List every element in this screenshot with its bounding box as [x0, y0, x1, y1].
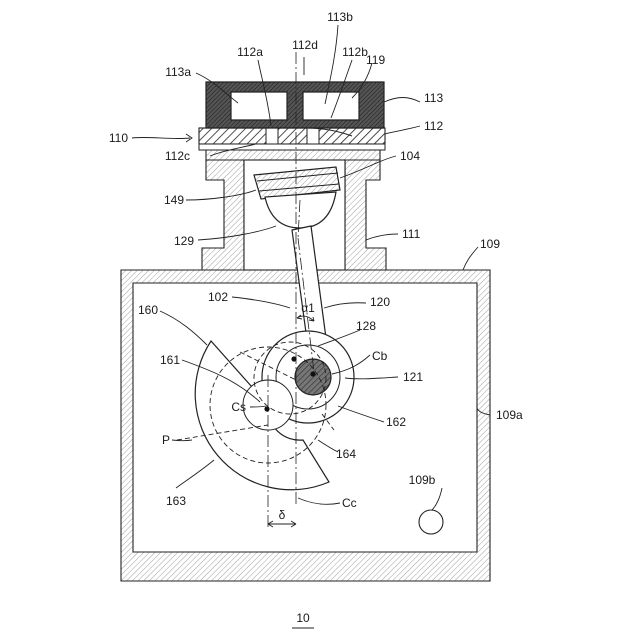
label-Cs: Cs — [231, 400, 246, 414]
cylinder-head — [206, 82, 384, 128]
label-102: 102 — [208, 290, 228, 304]
label-121: 121 — [403, 370, 423, 384]
label-164: 164 — [336, 447, 356, 461]
label-112: 112 — [424, 119, 443, 133]
label-111: 111 — [402, 227, 421, 241]
label-161: 161 — [160, 353, 180, 367]
label-Cc: Cc — [342, 496, 357, 510]
label-163: 163 — [166, 494, 186, 508]
label-128: 128 — [356, 319, 376, 333]
label-120: 120 — [370, 295, 390, 309]
label-160: 160 — [138, 303, 158, 317]
label-162: 162 — [386, 415, 406, 429]
label-113: 113 — [424, 91, 443, 105]
label-112c: 112c — [165, 149, 190, 163]
figure-number: 10 — [292, 611, 314, 628]
figure-number-text: 10 — [296, 611, 310, 625]
label-149: 149 — [164, 193, 184, 207]
label-113b: 113b — [327, 10, 353, 24]
label-110: 110 — [109, 131, 128, 145]
label-Cb: Cb — [372, 349, 388, 363]
label-112d: 112d — [292, 38, 318, 52]
label-P: P — [162, 433, 170, 447]
label-alpha1: α1 — [301, 301, 315, 315]
label-113a: 113a — [165, 65, 191, 79]
label-109: 109 — [480, 237, 500, 251]
label-109a: 109a — [496, 408, 523, 422]
ball-109b — [419, 510, 443, 534]
label-109b: 109b — [409, 473, 436, 487]
label-112a: 112a — [237, 45, 263, 59]
label-112b: 112b — [342, 45, 368, 59]
label-104: 104 — [400, 149, 420, 163]
label-119: 119 — [366, 53, 385, 67]
valve-plate — [199, 128, 385, 150]
label-delta: δ — [279, 508, 286, 522]
label-129: 129 — [174, 234, 194, 248]
